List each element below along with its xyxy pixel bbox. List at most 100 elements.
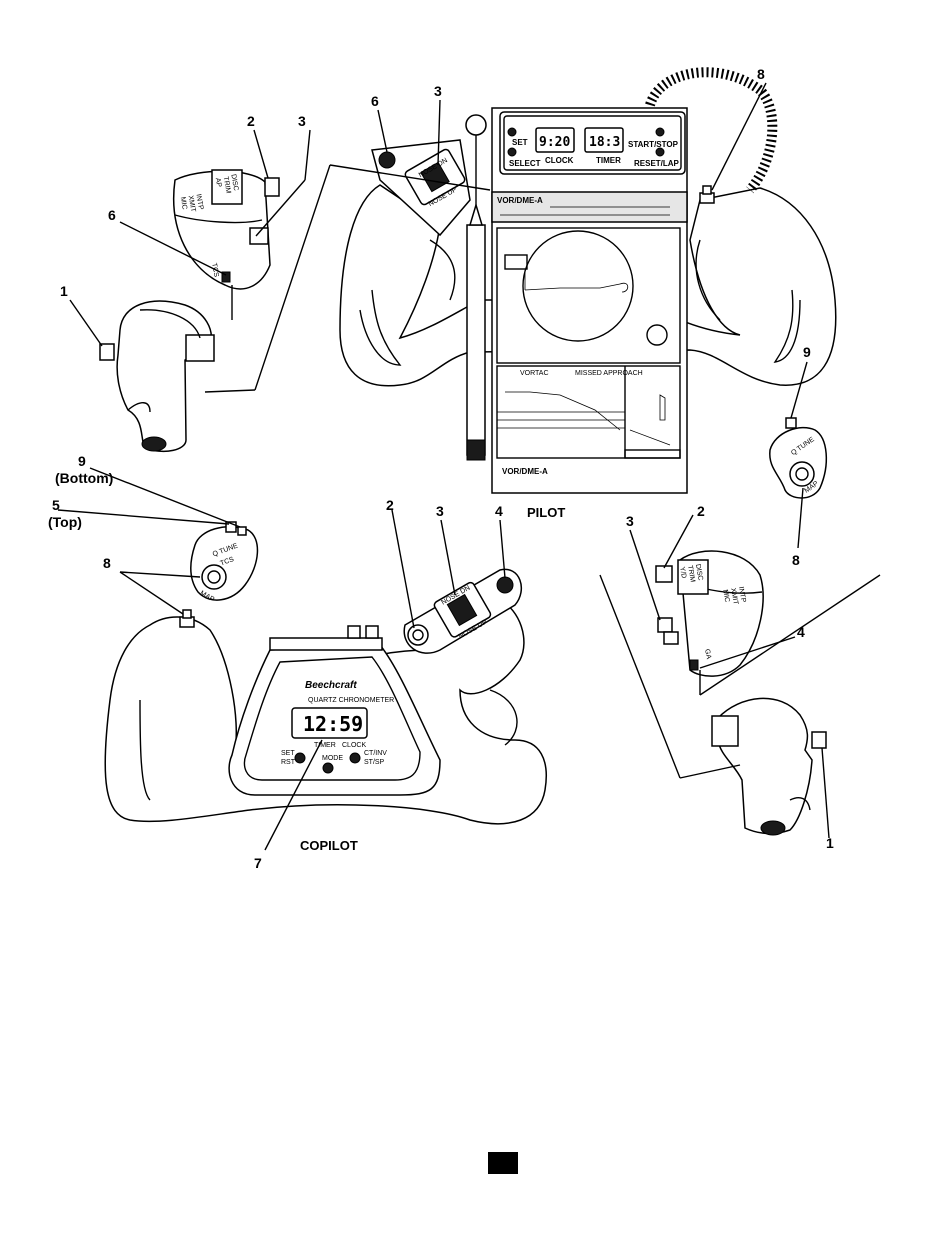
callout-6-left: 6	[108, 207, 116, 223]
callout-2-left: 2	[247, 113, 255, 129]
chronometer-mode-button[interactable]	[322, 762, 334, 774]
chronometer-rst-label: RST	[281, 759, 296, 766]
left-switch-panel: DISC TRIM AP INTP XMIT MIC TCS	[173, 169, 280, 290]
chart-footer: VOR/DME-A	[502, 467, 548, 476]
left-button-1[interactable]	[99, 343, 115, 361]
pilot-trim-switch[interactable]: NOSE DN NOSE UP	[404, 148, 466, 208]
pilot-q-tune-panel: Q TUNE MAP	[769, 417, 828, 499]
left-disc-label: DISC	[229, 174, 239, 192]
pilot-yoke: NOSE DN NOSE UP	[339, 67, 837, 387]
coil-cord	[645, 67, 778, 194]
callout-6-pilot: 6	[371, 93, 379, 109]
beechcraft-logo-text: Beechcraft	[305, 680, 357, 691]
clock-label: CLOCK	[545, 156, 574, 165]
reset-lap-button[interactable]	[655, 147, 665, 157]
callout-2-right: 2	[697, 503, 705, 519]
start-stop-button[interactable]	[655, 127, 665, 137]
callout-5-top: 5	[52, 497, 60, 513]
right-disc-label: DISC	[694, 563, 704, 581]
right-ga-button[interactable]	[689, 659, 699, 671]
callout-9-right: 9	[803, 344, 811, 360]
callout-1-left: 1	[60, 283, 68, 299]
pilot-button-6[interactable]	[378, 151, 396, 169]
callout-5-top-note: (Top)	[48, 514, 82, 530]
pilot-yoke-body	[339, 184, 837, 387]
chronometer-set-label: SET	[281, 750, 295, 757]
clock-value: 9:20	[539, 135, 570, 150]
timer-value: 18:3	[589, 135, 620, 150]
pilot-q-tune-button-9[interactable]	[785, 417, 797, 429]
timer-display	[584, 127, 624, 153]
chronometer-timer-label: TIMER	[314, 742, 336, 749]
disc-trim-switch[interactable]	[211, 169, 243, 205]
copilot-map-button[interactable]	[201, 564, 227, 590]
copilot-yoke: Beechcraft QUARTZ CHRONOMETER 12:59 TIME…	[104, 568, 547, 825]
right-grip-handle	[711, 697, 827, 836]
right-mic-label: MIC	[721, 589, 730, 603]
vortac-label: VORTAC	[520, 370, 549, 377]
left-ap-label: AP	[214, 177, 223, 188]
left-grip-trim[interactable]	[185, 334, 215, 362]
callout-8-left: 8	[103, 555, 111, 571]
left-tcs-button[interactable]	[221, 271, 231, 283]
callout-3-copilot: 3	[436, 503, 444, 519]
callout-3-pilot: 3	[434, 83, 442, 99]
callout-3-right: 3	[626, 513, 634, 529]
left-button-2[interactable]	[264, 177, 280, 197]
chronometer-value: 12:59	[303, 712, 363, 736]
right-yd-label: Y/D	[678, 566, 687, 579]
pilot-map-button[interactable]	[789, 461, 815, 487]
right-grip-trim[interactable]	[711, 715, 739, 747]
right-intp-label: INTP	[737, 586, 747, 603]
callout-3-left: 3	[298, 113, 306, 129]
chart-header: VOR/DME-A	[497, 196, 543, 205]
right-button-2[interactable]	[655, 565, 673, 583]
reset-lap-label: RESET/LAP	[634, 159, 680, 168]
right-button-3a[interactable]	[657, 617, 673, 633]
callout-4-right: 4	[797, 624, 805, 640]
set-button[interactable]	[507, 127, 517, 137]
callout-2-copilot: 2	[386, 497, 394, 513]
missed-approach-label: MISSED APPROACH	[575, 370, 643, 377]
clock-display	[535, 127, 575, 153]
left-mic-label: MIC	[179, 196, 188, 210]
select-button[interactable]	[507, 147, 517, 157]
right-button-1[interactable]	[811, 731, 827, 749]
page-number-block	[488, 1152, 518, 1174]
leader-lines	[57, 82, 830, 851]
copilot-top-button-5[interactable]	[225, 521, 237, 533]
right-ga-label: GA	[703, 649, 712, 661]
left-trim-button-3[interactable]	[249, 227, 269, 245]
copilot-bottom-button-9[interactable]	[237, 526, 247, 536]
right-button-3b[interactable]	[663, 631, 679, 645]
callout-7: 7	[254, 855, 262, 871]
copilot-tcs-label: TCS	[219, 556, 235, 567]
callout-9-bottom-note: (Bottom)	[55, 470, 113, 486]
pilot-label: PILOT	[527, 505, 565, 520]
chart-pen	[465, 114, 487, 461]
left-xmit-label: XMIT	[187, 195, 197, 213]
copilot-button-4[interactable]	[496, 576, 514, 594]
copilot-button-2[interactable]	[407, 624, 429, 646]
right-switch-panel: DISC TRIM Y/D INTP XMIT MIC GA	[655, 550, 764, 677]
chart-holder: SET SELECT 9:20 CLOCK 18:3 TIMER START/S…	[465, 107, 688, 494]
chronometer-subtitle: QUARTZ CHRONOMETER	[308, 697, 394, 704]
callout-4-copilot: 4	[495, 503, 503, 519]
callout-8-right: 8	[792, 552, 800, 568]
right-disc-trim-switch[interactable]	[677, 559, 709, 595]
chronometer-clock-label: CLOCK	[342, 742, 366, 749]
chronometer-ctinv-label: CT/INV	[364, 750, 387, 757]
chronometer-mode-label: MODE	[322, 755, 343, 762]
chronometer-ctinv-button[interactable]	[349, 752, 361, 764]
copilot-q-tune-panel: Q TUNE TCS MAP	[190, 521, 259, 604]
chronometer-set-button[interactable]	[294, 752, 306, 764]
copilot-label: COPILOT	[300, 838, 358, 853]
callout-8-top: 8	[757, 66, 765, 82]
left-intp-label: INTP	[194, 194, 204, 211]
start-stop-label: START/STOP	[628, 140, 679, 149]
right-trim-label: TRIM	[686, 565, 696, 583]
pilot-right-grip-button-8[interactable]	[699, 185, 715, 204]
left-trim-label: TRIM	[222, 176, 232, 194]
timer-label: TIMER	[596, 156, 621, 165]
